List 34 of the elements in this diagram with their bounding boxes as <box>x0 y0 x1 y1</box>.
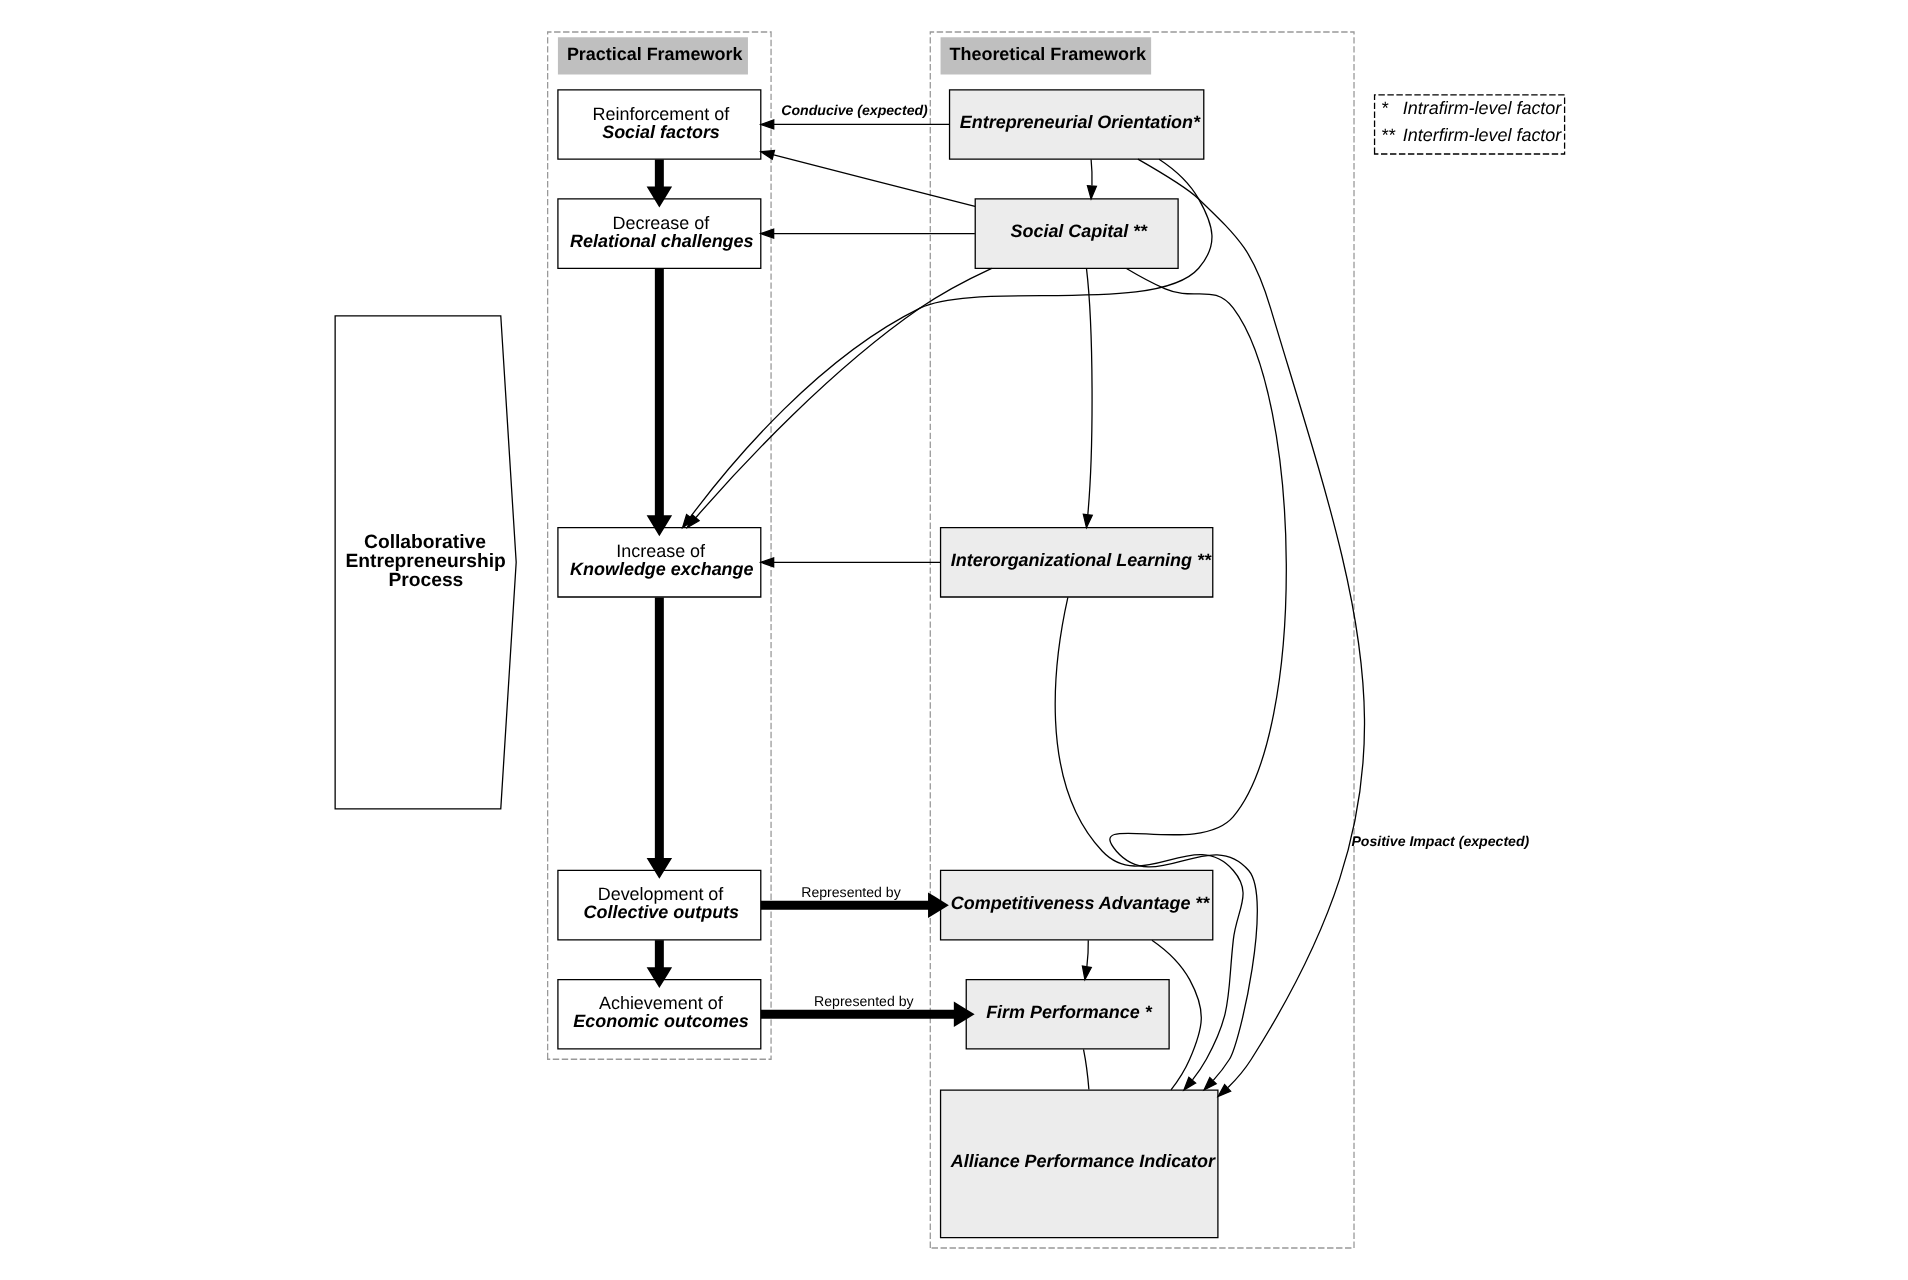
node-box: Firm Performance * <box>964 979 1169 1050</box>
arrow <box>645 159 672 208</box>
label: ** <box>1379 125 1394 146</box>
node-box: Competitiveness Advantage ** <box>938 869 1213 941</box>
node-box: Alliance Performance Indicator <box>938 1089 1218 1239</box>
arrow <box>1108 267 1286 1092</box>
node-box: Decrease of Relational challenges <box>556 198 761 269</box>
arrow <box>758 149 975 207</box>
arrow <box>1081 267 1093 530</box>
arrow <box>645 597 672 879</box>
arrow <box>1080 939 1092 982</box>
arrow <box>1053 596 1243 1092</box>
node-box: Achievement of Economic outcomes <box>556 979 761 1050</box>
label: Interfirm-level factor <box>1401 125 1561 146</box>
node-box: Development of Collective outputs <box>556 869 761 941</box>
label: * <box>1379 98 1387 119</box>
arrow <box>1136 158 1364 1098</box>
arrow <box>759 1001 974 1028</box>
arrow <box>757 228 975 239</box>
arrow <box>645 268 672 537</box>
arrow <box>685 267 992 529</box>
arrow <box>645 940 672 989</box>
arrow <box>759 892 948 918</box>
connector <box>1081 1048 1089 1091</box>
node-box: Reinforcement of Social factors <box>556 89 761 160</box>
node-box: Entrepreneurial Orientation* <box>947 89 1204 160</box>
arrow <box>1085 158 1097 201</box>
label: Intrafirm-level factor <box>1401 98 1561 119</box>
node-box: Social Capital ** <box>973 198 1178 269</box>
arrow <box>757 119 949 130</box>
connector <box>1150 939 1201 1091</box>
node-box: Interorganizational Learning ** <box>938 527 1213 598</box>
node-box: Increase of Knowledge exchange <box>556 527 761 598</box>
arrow <box>757 556 940 568</box>
